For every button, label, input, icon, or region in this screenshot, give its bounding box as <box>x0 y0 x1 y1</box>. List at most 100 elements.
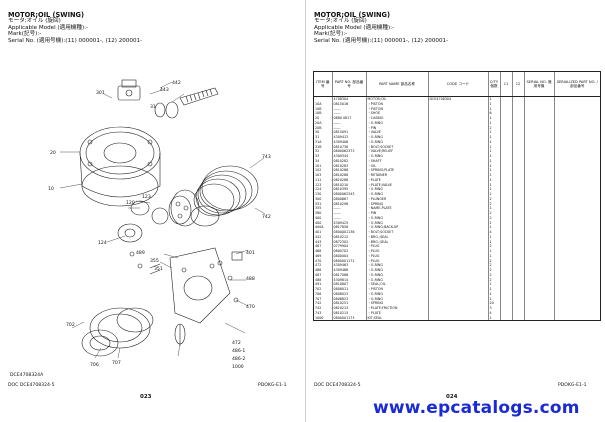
relief-valve-drawing <box>117 79 141 101</box>
cell-part-name: ・O-RING <box>365 135 428 140</box>
cell-part-no: ------ <box>331 111 366 116</box>
cell-code <box>427 149 488 154</box>
cell-extra <box>553 272 600 278</box>
cell-code <box>427 158 488 164</box>
callout-707: 707 <box>112 360 121 366</box>
cell-serial-no <box>523 268 554 273</box>
cell-part-no: 0817086 <box>331 272 366 278</box>
cell-qty: 1 <box>487 120 500 126</box>
cell-serial-11 <box>499 192 512 197</box>
cell-item: 380 <box>315 211 322 215</box>
cell-part-no: 4309468 <box>331 268 366 273</box>
callout-470: 470 <box>246 304 255 310</box>
cell-serial-11 <box>499 149 512 154</box>
left-title: MOTOR;OIL (SWING) <box>8 11 84 19</box>
cell-serial-12 <box>511 282 524 287</box>
cell-part-no: 0800062343 <box>331 192 366 197</box>
cell-item: 400 <box>315 215 322 220</box>
cell-code <box>427 173 488 178</box>
cell-extra <box>553 258 600 264</box>
cell-item: 702 <box>315 287 322 291</box>
right-title-jp: モータ;オイル (旋回) <box>314 18 367 25</box>
cell-serial-12 <box>511 277 524 283</box>
cell-qty: 20 <box>487 301 500 306</box>
cell-qty: 1 <box>487 287 500 292</box>
cell-serial-no <box>523 201 554 207</box>
cell-item: 400 <box>315 220 322 225</box>
cell-extra <box>553 220 600 226</box>
small-parts-drawing <box>117 200 243 303</box>
cell-serial-no <box>523 96 554 102</box>
cell-part-no: 0810807 <box>331 282 366 287</box>
cell-qty: 6 <box>487 111 500 116</box>
exploded-parts-diagram: 301 443 442 31 20 10 743 742 123 120 124… <box>10 79 271 378</box>
right-page-number: 024 <box>446 394 458 400</box>
cell-qty: 2 <box>487 211 500 216</box>
cell-part-no: 4309425 <box>331 220 366 226</box>
cell-part-no: 4309406 <box>331 139 366 145</box>
cell-serial-12 <box>511 244 524 249</box>
cell-serial-11 <box>499 111 512 116</box>
cell-item: 103 <box>315 173 322 177</box>
cell-serial-no <box>523 301 554 306</box>
cell-code <box>427 211 488 216</box>
cell-code <box>427 268 488 273</box>
cell-code <box>427 244 488 249</box>
cell-serial-12 <box>511 234 524 240</box>
callout-489: 489 <box>136 250 145 256</box>
cell-qty: 1 <box>487 139 500 145</box>
cell-item: 31 <box>315 135 320 139</box>
cell-part-name: ・RETAINER <box>365 173 428 178</box>
cell-item: 33 <box>315 154 320 158</box>
cell-serial-11 <box>499 120 512 126</box>
cell-serial-no <box>523 249 554 254</box>
cell-qty: 1 <box>487 149 500 154</box>
cell-code <box>427 249 488 254</box>
cell-extra <box>553 135 600 140</box>
cell-extra <box>553 187 600 192</box>
cell-extra <box>553 263 600 268</box>
cell-qty: 1 <box>487 106 500 112</box>
cell-serial-11 <box>499 291 512 297</box>
cell-item: 123 <box>315 182 322 187</box>
cell-part-no: 4309463 <box>331 263 366 268</box>
cell-item: 486 <box>315 268 322 272</box>
cell-extra <box>553 268 600 273</box>
cell-serial-no <box>523 234 554 240</box>
cell-serial-no <box>523 125 554 131</box>
cell-serial-12 <box>511 206 524 211</box>
cell-code: DCE4708304 <box>427 96 488 102</box>
cell-serial-11 <box>499 306 512 311</box>
cell-part-no: 0810212 <box>331 234 366 240</box>
cell-serial-12 <box>511 268 524 273</box>
cell-serial-no <box>523 282 554 287</box>
cell-code <box>427 196 488 202</box>
cell-part-no: 4309344 <box>331 154 366 159</box>
cell-part-name: ・VALVE;RELIEF <box>365 149 428 154</box>
cell-qty: 2 <box>487 244 500 249</box>
watermark-link[interactable]: www.epcatalogs.com <box>373 398 580 418</box>
cell-part-no: 4309814 <box>331 277 366 283</box>
cell-part-name: ・BRG.;SEAL <box>365 239 428 245</box>
cell-serial-12 <box>511 192 524 197</box>
cell-qty: 1 <box>487 253 500 259</box>
cell-serial-11 <box>499 220 512 226</box>
cell-code <box>427 163 488 169</box>
cell-serial-12 <box>511 215 524 221</box>
cell-part-name: ・OIL <box>365 163 428 169</box>
cell-serial-11 <box>499 182 512 188</box>
cell-qty: 1 <box>487 144 500 150</box>
cell-serial-11 <box>499 163 512 169</box>
cell-serial-11 <box>499 258 512 264</box>
cell-serial-11 <box>499 211 512 216</box>
cell-extra <box>553 173 600 178</box>
callout-486-2: 486-2 <box>232 356 245 362</box>
cell-item: 10B <box>315 106 322 111</box>
callout-442: 442 <box>172 80 181 86</box>
cell-part-no: 0800001173 <box>331 315 366 321</box>
